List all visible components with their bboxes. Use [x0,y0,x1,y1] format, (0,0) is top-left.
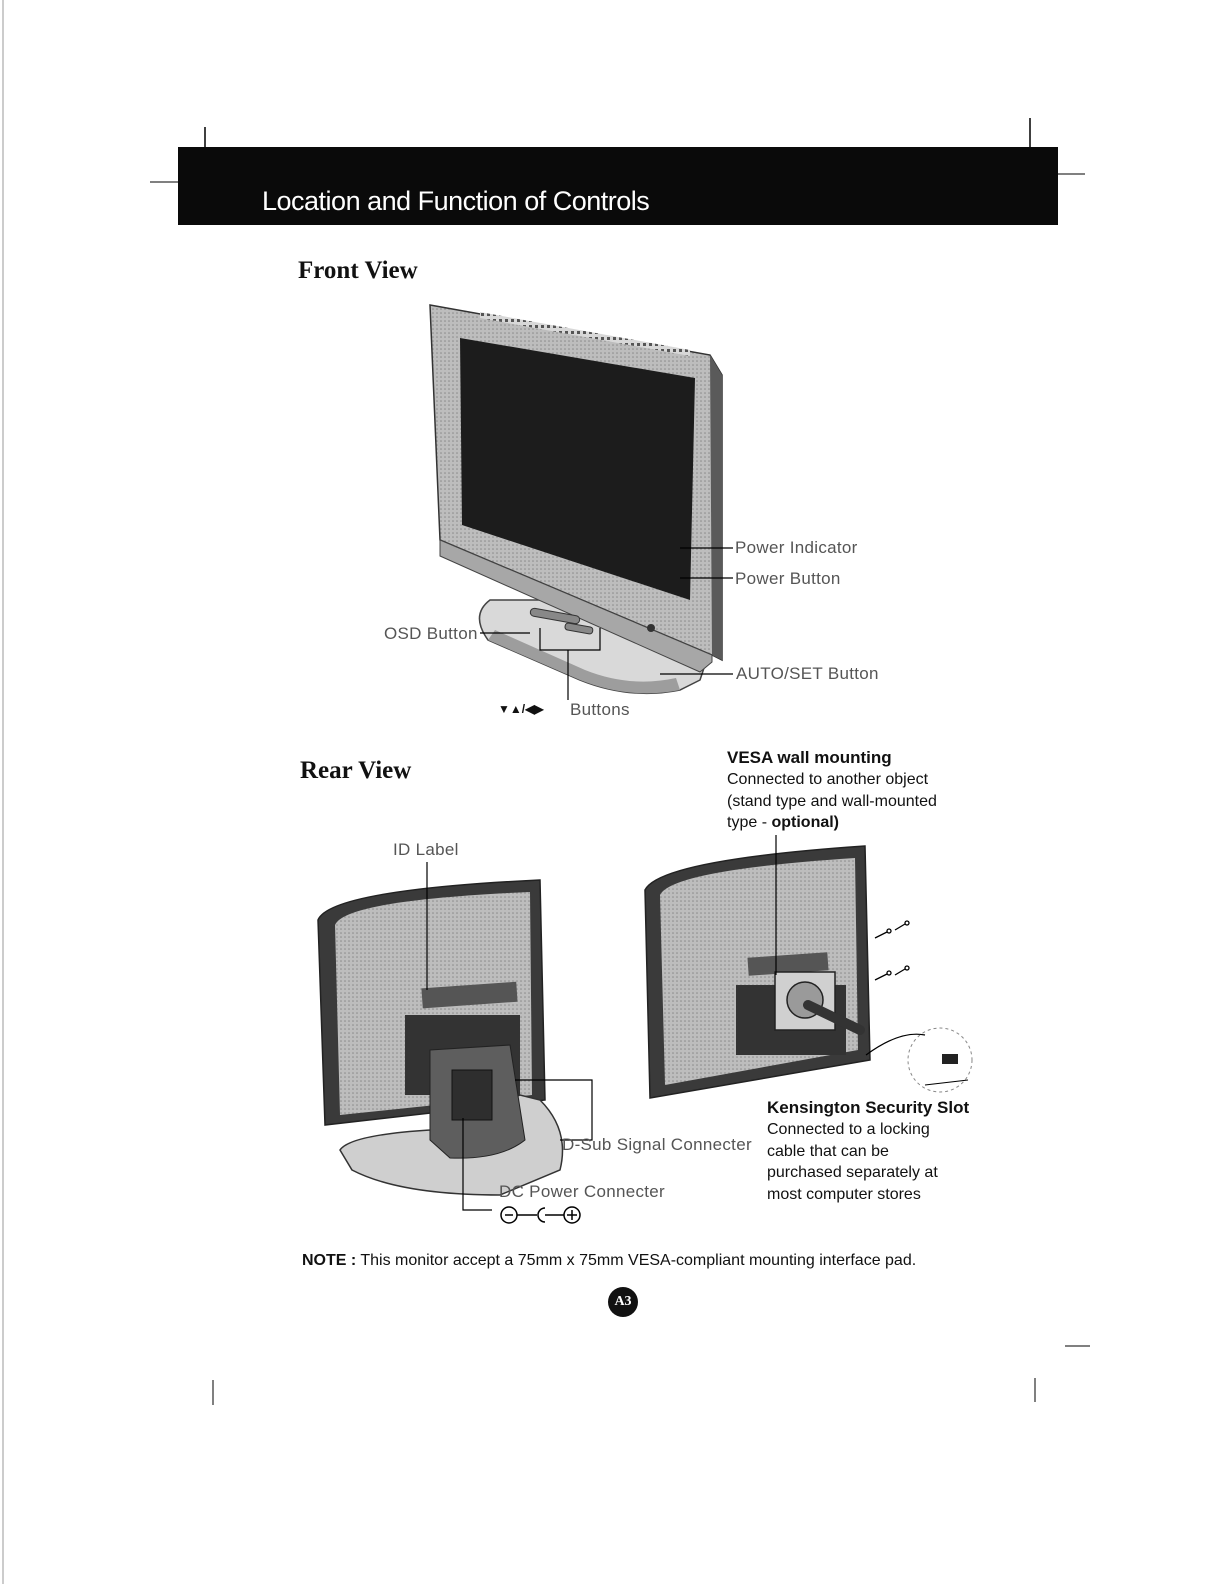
label-osd-button: OSD Button [384,624,478,643]
page-number-badge: A3 [608,1287,638,1317]
kensington-line-2: cable that can be [767,1142,889,1160]
label-dsub-connector: D-Sub Signal Connecter [562,1135,752,1154]
note-text: This monitor accept a 75mm x 75mm VESA-c… [356,1252,917,1269]
vesa-title: VESA wall mounting [727,748,892,767]
label-power-button: Power Button [735,569,841,588]
label-dc-power-connector: DC Power Connecter [499,1182,666,1201]
label-arrow-buttons: Buttons [570,700,630,719]
vesa-line-3: type - optional) [727,812,937,834]
vesa-line-2: (stand type and wall-mounted [727,792,937,810]
kensington-description: Connected to a locking cable that can be… [767,1119,938,1205]
front-view-title: Front View [298,257,418,284]
vesa-line-1: Connected to another object [727,771,929,788]
page-title: Location and Function of Controls [262,186,650,216]
kensington-title: Kensington Security Slot [767,1098,970,1117]
dc-polarity-icon [500,1206,581,1224]
label-auto-set-button: AUTO/SET Button [736,664,879,683]
vesa-description: Connected to another object (stand type … [727,769,937,834]
rear-view-title: Rear View [300,757,412,784]
note-label: NOTE : [302,1252,357,1269]
label-power-indicator: Power Indicator [735,538,858,557]
vesa-line-3-prefix: type - [727,814,772,831]
kensington-line-4: most computer stores [767,1185,921,1203]
kensington-line-1: Connected to a locking [767,1121,930,1138]
vesa-line-3-bold: optional) [771,814,840,831]
arrow-icons: ▼▲/◀▶ [498,702,544,716]
header-bar [178,147,1058,225]
note: NOTE : This monitor accept a 75mm x 75mm… [302,1252,916,1270]
kensington-line-3: purchased separately at [767,1164,938,1181]
label-id-label: ID Label [393,840,459,859]
